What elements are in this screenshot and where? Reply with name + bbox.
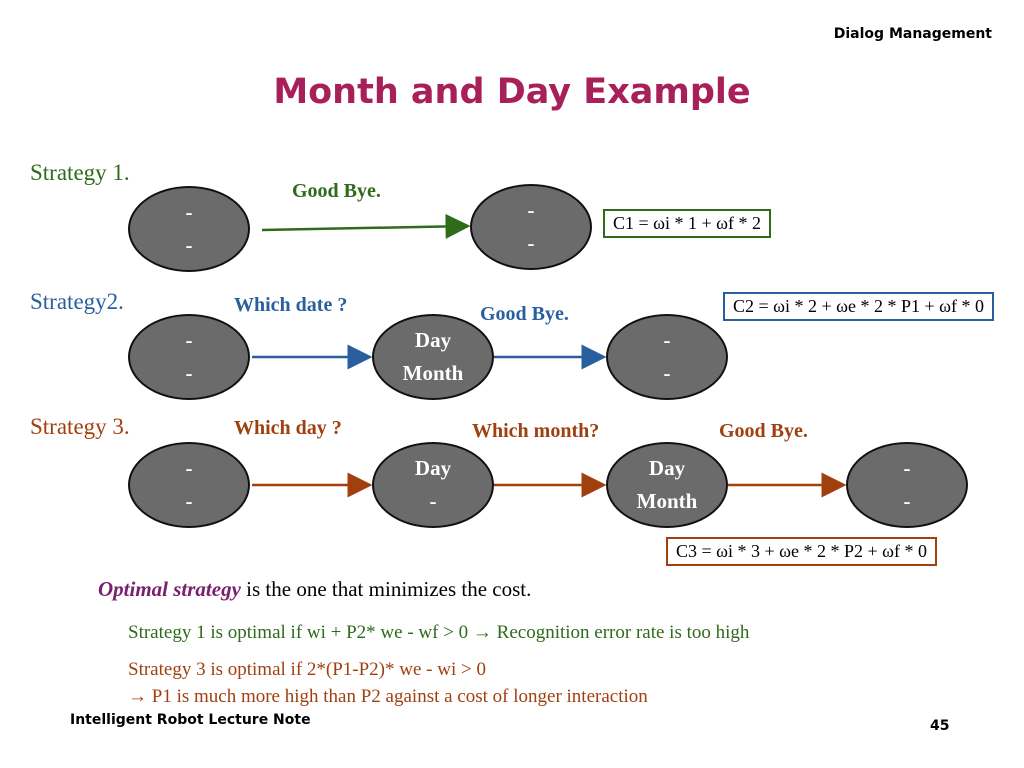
strategy-1-label: Strategy 1. bbox=[30, 160, 130, 185]
optimal-condition-3: Strategy 3 is optimal if 2*(P1-P2)* we -… bbox=[128, 659, 486, 680]
s3-edge-which-month: Which month? bbox=[472, 420, 600, 442]
s2-state-2: Day Month bbox=[372, 314, 494, 400]
s3-state-3: Day Month bbox=[606, 442, 728, 528]
state-line: - bbox=[185, 328, 193, 352]
footer-course: Intelligent Robot Lecture Note bbox=[70, 712, 311, 728]
slide-title: Month and Day Example bbox=[273, 72, 751, 112]
cost-formula-3: C3 = ωi * 3 + ωe * 2 * P2 + ωf * 0 bbox=[666, 537, 937, 566]
state-line: Month bbox=[402, 361, 464, 385]
state-line: Day bbox=[414, 328, 452, 352]
state-line: - bbox=[903, 456, 911, 480]
optimal-statement: Optimal strategy is the one that minimiz… bbox=[98, 577, 531, 602]
s3-state-1: - - bbox=[128, 442, 250, 528]
cost-formula-2: C2 = ωi * 2 + ωe * 2 * P1 + ωf * 0 bbox=[723, 292, 994, 321]
state-line: - bbox=[663, 361, 671, 385]
s2-edge-goodbye: Good Bye. bbox=[480, 303, 569, 325]
state-line: - bbox=[527, 198, 535, 222]
state-line: Day bbox=[648, 456, 686, 480]
s1-state-1: - - bbox=[128, 186, 250, 272]
s3-state-4: - - bbox=[846, 442, 968, 528]
state-line: - bbox=[903, 489, 911, 513]
state-line: - bbox=[185, 233, 193, 257]
state-line: Day bbox=[414, 456, 452, 480]
state-line: - bbox=[429, 489, 437, 513]
optimal-condition-1: Strategy 1 is optimal if wi + P2* we - w… bbox=[128, 622, 750, 643]
optimal-rest: is the one that minimizes the cost. bbox=[240, 577, 532, 601]
s3-edge-goodbye: Good Bye. bbox=[719, 420, 808, 442]
page-number: 45 bbox=[930, 718, 950, 734]
strategy-2-label: Strategy2. bbox=[30, 289, 124, 314]
s3-edge-which-day: Which day ? bbox=[234, 417, 342, 439]
state-line: Month bbox=[636, 489, 698, 513]
s2-state-1: - - bbox=[128, 314, 250, 400]
s1-state-2: - - bbox=[470, 184, 592, 270]
section-label: Dialog Management bbox=[833, 26, 992, 42]
s3-state-2: Day - bbox=[372, 442, 494, 528]
state-line: - bbox=[185, 361, 193, 385]
state-line: - bbox=[185, 489, 193, 513]
s2-state-3: - - bbox=[606, 314, 728, 400]
state-line: - bbox=[527, 231, 535, 255]
s1-edge-goodbye: Good Bye. bbox=[292, 180, 381, 202]
s2-edge-which-date: Which date ? bbox=[234, 294, 348, 316]
state-line: - bbox=[185, 456, 193, 480]
state-line: - bbox=[185, 200, 193, 224]
s1-arrow-1 bbox=[261, 213, 471, 239]
cost-formula-1: C1 = ωi * 1 + ωf * 2 bbox=[603, 209, 771, 238]
state-line: - bbox=[663, 328, 671, 352]
strategy-3-label: Strategy 3. bbox=[30, 414, 130, 439]
optimal-conclusion: → P1 is much more high than P2 against a… bbox=[128, 686, 648, 707]
optimal-term: Optimal strategy bbox=[98, 577, 241, 601]
